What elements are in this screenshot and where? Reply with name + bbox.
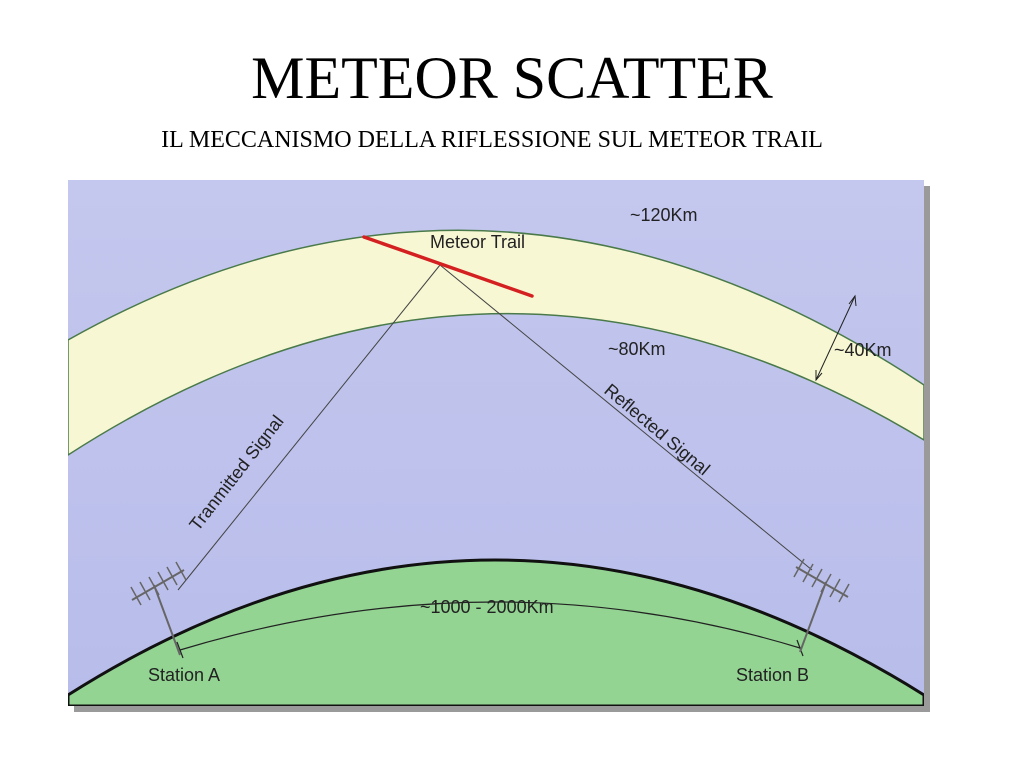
label-ground-distance: ~1000 - 2000Km: [420, 597, 554, 617]
ground-distance-tick-b: [796, 639, 804, 657]
thickness-arrow-top: [848, 294, 857, 307]
meteor-layer-band: [68, 229, 924, 456]
meteor-trail-line: [362, 235, 534, 298]
thickness-arrow-bottom: [815, 370, 823, 382]
thickness-dimension-line: [815, 295, 856, 381]
slide-title: METEOR SCATTER: [251, 45, 773, 111]
label-station-b: Station B: [736, 665, 809, 685]
label-40km: ~40Km: [834, 340, 892, 360]
antenna-icon-station-b: [793, 558, 850, 653]
earth-surface: [68, 558, 924, 706]
label-station-a: Station A: [148, 665, 220, 685]
label-120km: ~120Km: [630, 205, 698, 225]
label-80km: ~80Km: [608, 339, 666, 359]
transmitted-signal-line: [177, 264, 441, 591]
ground-distance-tick-a: [176, 641, 184, 659]
slide-subtitle: IL MECCANISMO DELLA RIFLESSIONE SUL METE…: [161, 127, 823, 153]
ground-distance-arc: [179, 601, 801, 651]
reflected-signal-line: [439, 264, 813, 571]
label-meteor-trail: Meteor Trail: [430, 232, 525, 252]
antenna-icon-station-a: [130, 561, 187, 656]
